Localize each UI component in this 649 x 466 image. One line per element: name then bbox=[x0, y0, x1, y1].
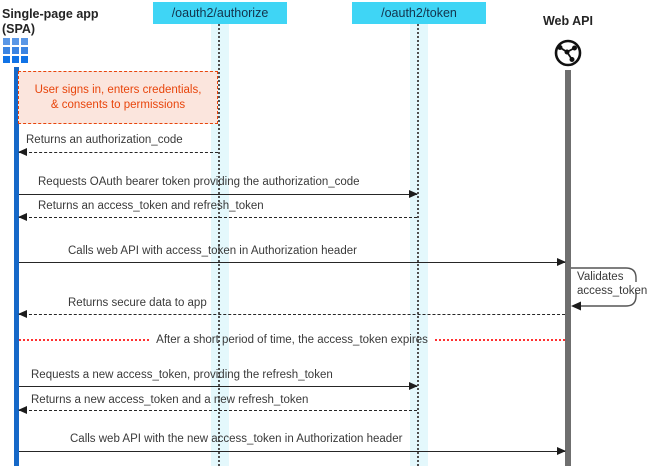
spa-actor-label-line1: Single-page app bbox=[2, 7, 99, 21]
msg-returns-tokens-label: Returns an access_token and refresh_toke… bbox=[38, 200, 264, 212]
token-endpoint-header: /oauth2/token bbox=[352, 2, 486, 24]
msg-returns-auth-code-arrow bbox=[18, 147, 218, 156]
arrowhead-right-icon bbox=[409, 189, 418, 198]
msg-calls-api-new-label: Calls web API with the new access_token … bbox=[70, 433, 403, 445]
arrowhead-right-icon bbox=[557, 257, 566, 266]
msg-requests-new-token-arrow bbox=[19, 381, 418, 390]
arrowhead-right-icon bbox=[409, 381, 418, 390]
spa-lifeline bbox=[14, 67, 19, 466]
validates-note: Validates access_token bbox=[577, 270, 647, 298]
sign-in-note-text: User signs in, enters credentials, & con… bbox=[34, 84, 202, 111]
authorize-lifeline bbox=[218, 24, 220, 466]
arrowhead-left-icon bbox=[18, 405, 27, 414]
msg-returns-new-tokens-label: Returns a new access_token and a new ref… bbox=[31, 394, 309, 406]
token-lifeline bbox=[417, 24, 419, 466]
msg-calls-api-arrow bbox=[19, 257, 566, 266]
authorize-lifeline-band bbox=[211, 24, 229, 466]
arrowhead-left-icon bbox=[18, 212, 27, 221]
spa-app-grid-icon bbox=[3, 38, 28, 63]
msg-requests-new-token-label: Requests a new access_token, providing t… bbox=[31, 369, 333, 381]
authorize-endpoint-header: /oauth2/authorize bbox=[153, 2, 287, 24]
msg-returns-auth-code-label: Returns an authorization_code bbox=[26, 134, 183, 146]
msg-returns-data-arrow bbox=[18, 309, 565, 318]
msg-returns-data-label: Returns secure data to app bbox=[68, 297, 207, 309]
validates-note-line1: Validates bbox=[577, 271, 624, 283]
msg-calls-api-new-arrow bbox=[19, 446, 566, 455]
arrowhead-left-icon bbox=[18, 309, 27, 318]
spa-actor-label: Single-page app (SPA) bbox=[2, 7, 99, 37]
globe-icon bbox=[553, 38, 583, 73]
msg-calls-api-label: Calls web API with access_token in Autho… bbox=[68, 245, 357, 257]
msg-returns-new-tokens-arrow bbox=[18, 405, 417, 414]
validates-note-line2: access_token bbox=[577, 285, 648, 297]
webapi-actor-label: Web API bbox=[542, 14, 593, 28]
token-lifeline-band bbox=[410, 24, 428, 466]
red-dotted-line bbox=[19, 338, 150, 341]
red-dotted-line bbox=[434, 338, 566, 341]
msg-returns-tokens-arrow bbox=[18, 212, 417, 221]
arrowhead-right-icon bbox=[557, 446, 566, 455]
token-expiry-divider-label: After a short period of time, the access… bbox=[156, 333, 428, 346]
spa-actor-label-line2: (SPA) bbox=[2, 22, 36, 36]
sign-in-note: User signs in, enters credentials, & con… bbox=[18, 71, 218, 124]
webapi-lifeline bbox=[565, 70, 571, 466]
validates-self-loop bbox=[563, 261, 649, 320]
token-expiry-divider: After a short period of time, the access… bbox=[19, 332, 566, 347]
arrowhead-left-icon bbox=[18, 147, 27, 156]
msg-requests-bearer-arrow bbox=[19, 189, 418, 198]
msg-requests-bearer-label: Requests OAuth bearer token providing th… bbox=[38, 176, 360, 188]
